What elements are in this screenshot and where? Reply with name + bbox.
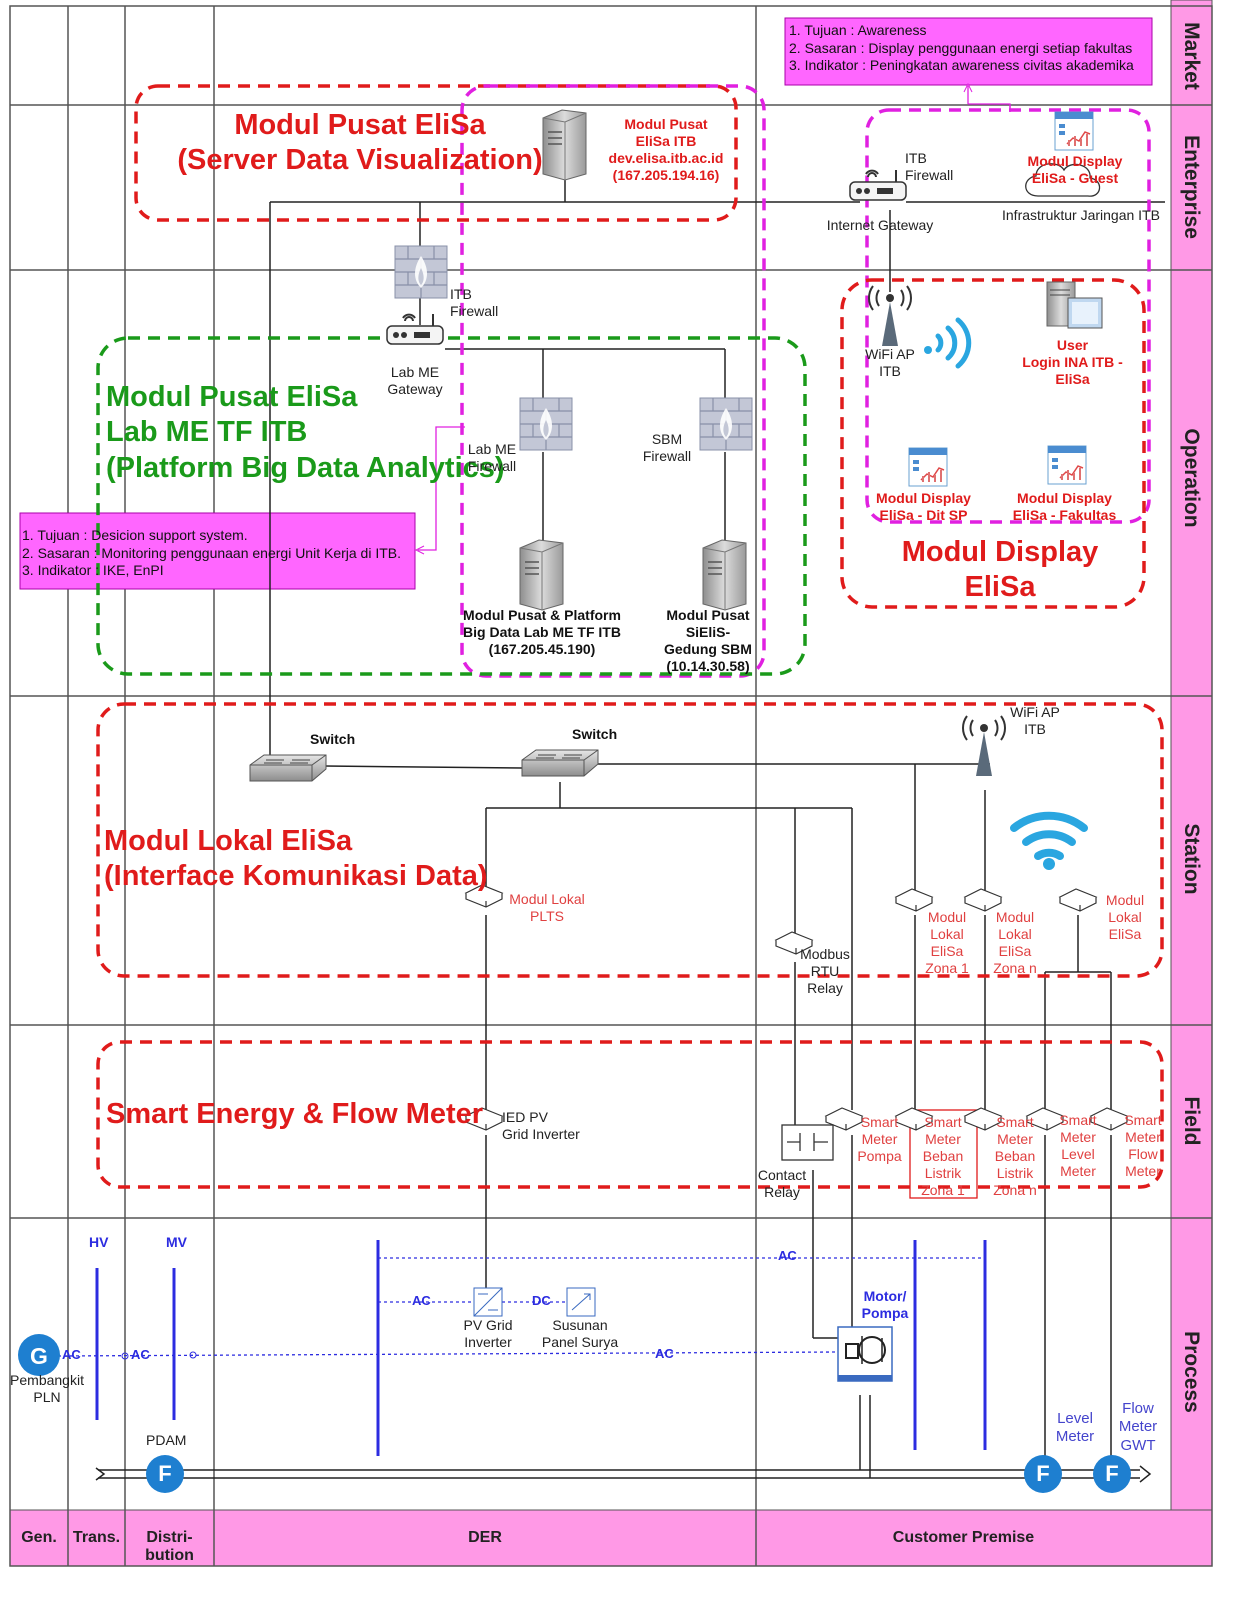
flow-icon-level: F [1036,1461,1050,1486]
lane-station: Station [1180,823,1203,895]
switch2-label: Switch [572,726,618,742]
dc-label: DC [532,1293,551,1308]
pembangkit-label: Pembangkit PLN [10,1372,84,1406]
module-display-title: Modul Display EliSa [901,536,1099,604]
sm-zn-label: Smart Meter Beban Listrik Zona n [993,1114,1037,1199]
lokal-zn-label: Modul Lokal EliSa Zona n [993,909,1037,977]
infra-label: Infrastruktur Jaringan ITB [1002,207,1160,223]
pdam-label: PDAM [146,1432,187,1448]
modbus-label: Modbus RTU Relay [800,946,850,997]
server-sbm-label: Modul Pusat SiEliS- Gedung SBM (10.14.30… [664,607,752,675]
display-fak-label: Modul Display EliSa - Fakultas [1012,490,1117,524]
lane-enterprise: Enterprise [1180,135,1203,239]
generator-icon: G [30,1343,48,1369]
module-pusat-server-title: Modul Pusat EliSa (Server Data Visualiza… [177,109,543,177]
level-meter-label: Level Meter [1055,1410,1095,1446]
col-customer: Customer Premise [892,1529,1035,1546]
ied-pv-label: IED PV Grid Inverter [502,1109,580,1143]
note-market: 1. Tujuan : Awareness 2. Sasaran : Displ… [789,22,1134,73]
itb-firewall-top-label: ITB Firewall [905,150,954,184]
lane-process: Process [1180,1331,1203,1413]
contact-relay-label: Contact Relay [757,1167,807,1201]
motor-label: Motor/ Pompa [861,1288,909,1322]
pv-inverter-label: PV Grid Inverter [463,1317,513,1351]
module-smart-title: Smart Energy & Flow Meter [106,1098,484,1130]
switch1-label: Switch [310,731,356,747]
note-operation: 1. Tujuan : Desicion support system. 2. … [22,527,402,578]
sm-z1-label: Smart Meter Beban Listrik Zona 1 [921,1114,965,1199]
sm-level-label: Smart Meter Level Meter [1059,1112,1097,1180]
display-ditsp-label: Modul Display EliSa - Dit SP [876,490,971,524]
module-lokal-title: Modul Lokal EliSa (Interface Komunikasi … [104,825,488,893]
internet-gateway-label: Internet Gateway [826,217,934,233]
flow-icon-gwt: F [1105,1461,1119,1486]
ac-label-3: AC [655,1346,674,1361]
col-trans: Trans. [72,1529,121,1546]
lokal-z1-label: Modul Lokal EliSa Zona 1 [925,909,969,977]
wifi-station-label: WiFi AP ITB [1010,704,1060,738]
panel-label: Susunan Panel Surya [541,1317,619,1351]
lab-firewall-label: Lab ME Firewall [467,441,517,475]
lokal-plts-label: Modul Lokal PLTS [509,891,585,925]
hv-label: HV [89,1234,109,1250]
itb-firewall-mid-label: ITB Firewall [450,286,499,320]
module-pusat-lab-title: Modul Pusat EliSa Lab ME TF ITB (Platfor… [106,381,505,484]
sm-pompa-label: Smart Meter Pompa [857,1114,902,1165]
server-itb-label: Modul Pusat EliSa ITB dev.elisa.itb.ac.i… [608,116,724,184]
ac-label-1: AC [62,1347,81,1362]
ac-label-4: AC [778,1248,797,1263]
flow-gwt-label: Flow Meter GWT [1118,1400,1158,1454]
sbm-firewall-label: SBM Firewall [642,431,692,465]
col-gen: Gen. [21,1529,57,1546]
lab-gateway-label: Lab ME Gateway [387,364,443,398]
display-guest-label: Modul Display EliSa - Guest [1027,153,1123,187]
col-der: DER [468,1529,502,1546]
lokal-elisa-label: Modul Lokal EliSa [1105,892,1145,943]
lane-operation: Operation [1180,428,1203,528]
flow-icon-pdam: F [158,1461,172,1486]
col-dist: Distri-bution [145,1529,194,1564]
ac-label-5: AC [412,1293,431,1308]
lane-field: Field [1180,1096,1203,1146]
wifi-op-label: WiFi AP ITB [865,346,915,380]
mv-label: MV [166,1234,187,1250]
ac-label-2: AC [131,1347,150,1362]
sm-flow-label: Smart Meter Flow Meter [1124,1112,1162,1180]
server-lab-label: Modul Pusat & Platform Big Data Lab ME T… [463,607,621,658]
user-login-label: User Login INA ITB - EliSa [1022,337,1123,388]
